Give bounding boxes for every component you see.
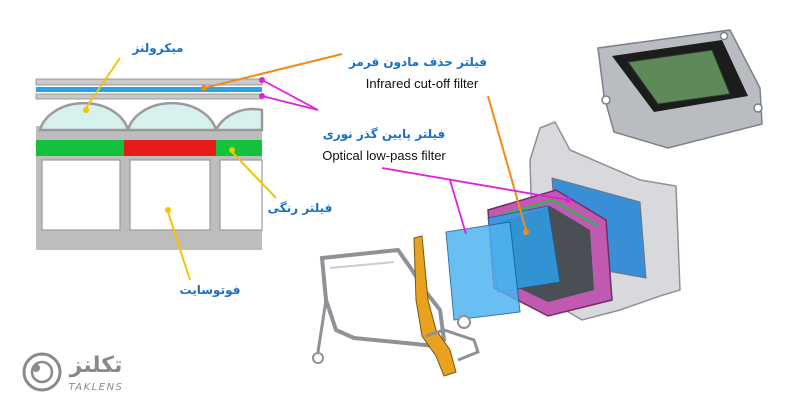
lowpass-leader-dot — [259, 77, 265, 83]
photosite — [41, 159, 121, 231]
flex-cable — [413, 235, 457, 377]
exploded-lowpass-filter — [445, 221, 521, 321]
logo-text-en: TAKLENS — [69, 382, 124, 393]
photosite-array — [36, 156, 263, 250]
bracket-hole — [312, 352, 324, 364]
color-filter-label: فیلتر رنگی — [268, 201, 333, 215]
sensor-photo — [597, 29, 763, 149]
microlens-leader-dot — [83, 107, 89, 113]
front-bracket-edge — [329, 261, 395, 269]
green-filter — [216, 140, 262, 156]
color-filter-leader-dot — [229, 147, 235, 153]
green-filter — [36, 140, 124, 156]
lowpass-leader-right — [381, 167, 569, 201]
logo-aperture-icon — [30, 360, 54, 384]
photosite-label: فوتوسایت — [180, 283, 241, 298]
microlens-array — [38, 101, 264, 132]
ir-leader-right-dot — [523, 229, 529, 235]
lowpass-leader-down — [449, 179, 467, 235]
logo-text-fa: تکلنز — [69, 353, 123, 378]
microlens — [213, 107, 264, 132]
connector-ring — [457, 315, 471, 329]
photosite-leader — [167, 211, 191, 281]
logo-dot-icon — [32, 364, 40, 372]
photosite — [219, 159, 263, 231]
color-filter-array — [36, 140, 262, 156]
sensor-cross-section — [35, 78, 264, 250]
mount-hole — [753, 103, 763, 113]
mount-hole — [601, 95, 611, 105]
front-bracket — [319, 247, 447, 349]
lowpass-leader-right-dot — [565, 197, 571, 203]
microlens-leader — [85, 57, 121, 109]
lowpass-leader-dot — [259, 93, 265, 99]
ir-leader-left — [203, 53, 343, 89]
color-filter-leader — [231, 151, 277, 199]
microlens — [38, 101, 130, 132]
lowpass-leader-b — [261, 95, 319, 111]
exploded-assembly — [312, 121, 681, 377]
lowpass-leader-a — [261, 79, 319, 111]
cover-glass-layer — [35, 93, 263, 100]
microlens — [126, 101, 218, 132]
mount-hole — [719, 31, 729, 41]
logo-ring-icon — [22, 352, 62, 392]
flex-connector — [425, 328, 480, 362]
photosite-leader-dot — [165, 207, 171, 213]
red-filter — [124, 140, 216, 156]
bracket-arm — [316, 299, 328, 353]
lowpass-label-en: Optical low-pass filter — [322, 148, 446, 163]
ir-filter-label-fa: فیلتر حذف مادون قرمز — [348, 55, 487, 70]
ir-filter-layer — [36, 87, 262, 92]
labels: میکرولنز فیلتر حذف مادون قرمز Infrared c… — [131, 41, 487, 298]
microlens-label: میکرولنز — [131, 41, 183, 56]
green-gasket — [493, 198, 599, 227]
ir-leader-left-dot — [201, 85, 207, 91]
sensor-chip — [627, 49, 731, 105]
lowpass-label-fa: فیلتر پایین گذر نوری — [323, 127, 446, 142]
ir-filter-label-en: Infrared cut-off filter — [366, 76, 479, 91]
taklens-logo: تکلنز TAKLENS — [22, 352, 124, 393]
ir-leader-right — [487, 95, 527, 231]
leader-lines — [83, 53, 571, 281]
